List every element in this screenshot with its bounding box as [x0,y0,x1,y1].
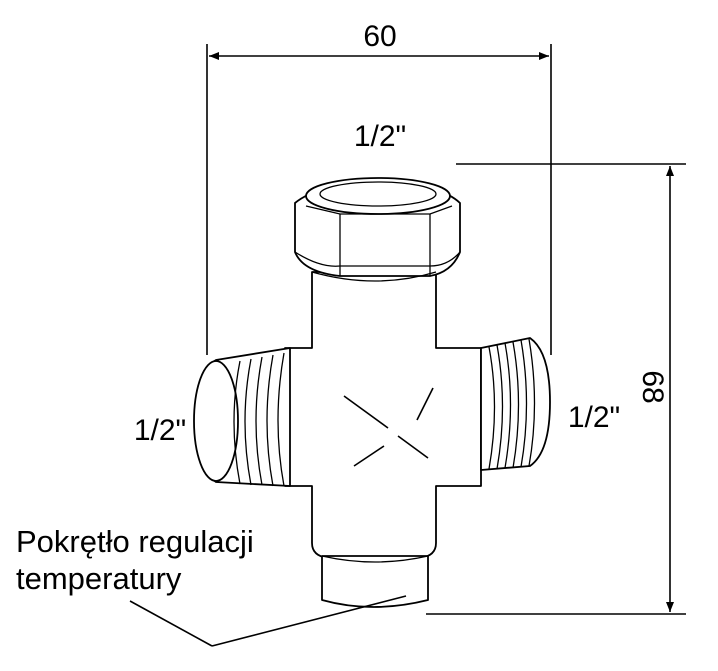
width-label: 60 [363,20,396,53]
flow-cross-marks [343,387,434,467]
valve-body [193,177,551,608]
callout-line-2: temperatury [16,561,182,596]
temperature-knob [321,555,429,608]
left-port-label: 1/2" [134,414,186,447]
callout-line-1: Pokrętło regulacji [16,524,254,559]
right-port-label: 1/2" [568,401,620,434]
knob-callout: Pokrętło regulacji temperatury [16,524,407,647]
left-inlet [193,347,291,487]
right-outlet [480,337,551,471]
top-port-label: 1/2" [354,120,406,153]
callout-leader-line [129,600,213,647]
top-hex-nut [294,177,461,282]
height-dimension: 68 [426,163,686,615]
height-label: 68 [636,370,669,403]
valve-main-body [284,271,482,559]
width-dimension: 60 [206,20,552,355]
callout-leader-pointer [211,595,407,647]
